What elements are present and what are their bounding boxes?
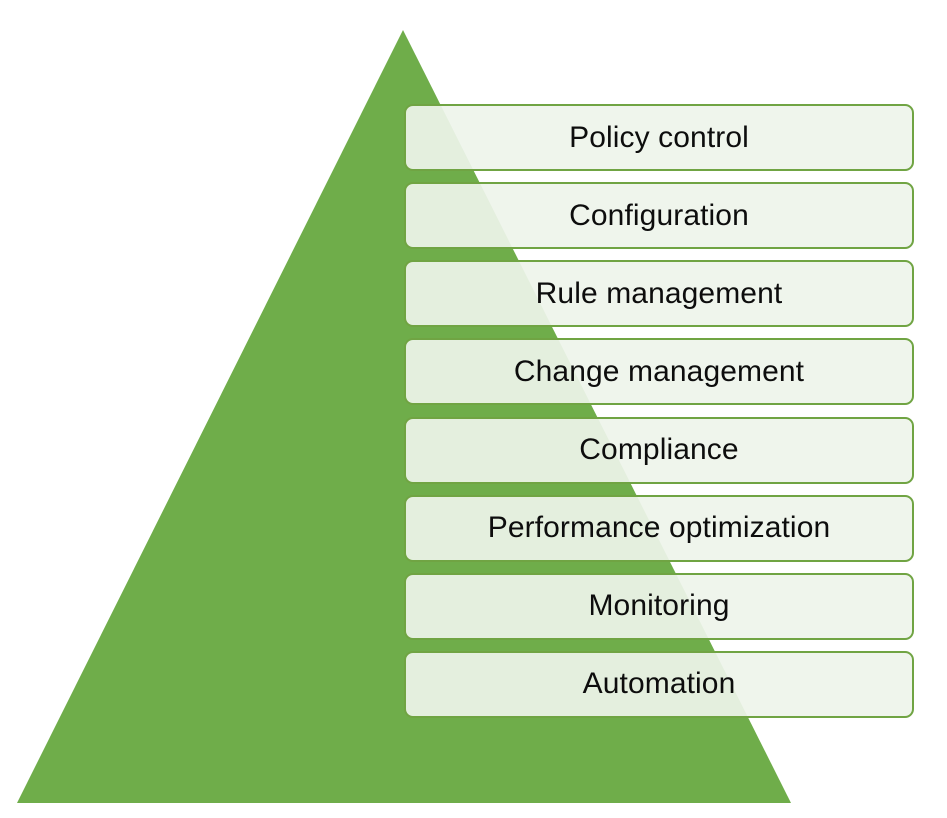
pyramid-level-5-label: Compliance bbox=[579, 433, 739, 467]
pyramid-level-8[interactable]: Automation bbox=[404, 650, 914, 718]
pyramid-level-3-label: Rule management bbox=[535, 276, 783, 310]
pyramid-level-7[interactable]: Monitoring bbox=[404, 572, 914, 640]
pyramid-level-3[interactable]: Rule management bbox=[404, 260, 914, 328]
pyramid-level-6[interactable]: Performance optimization bbox=[404, 494, 914, 562]
pyramid-level-2[interactable]: Configuration bbox=[404, 182, 914, 250]
pyramid-level-1[interactable]: Policy control bbox=[404, 104, 914, 171]
pyramid-level-list: Policy control Configuration Rule manage… bbox=[404, 104, 914, 718]
pyramid-level-6-label: Performance optimization bbox=[487, 511, 831, 545]
pyramid-level-5[interactable]: Compliance bbox=[404, 416, 914, 484]
pyramid-level-1-label: Policy control bbox=[569, 120, 749, 154]
pyramid-level-7-label: Monitoring bbox=[588, 589, 730, 623]
pyramid-level-4[interactable]: Change management bbox=[404, 338, 914, 406]
pyramid-level-8-label: Automation bbox=[582, 667, 736, 701]
pyramid-level-2-label: Configuration bbox=[569, 198, 749, 232]
pyramid-level-4-label: Change management bbox=[513, 354, 805, 388]
